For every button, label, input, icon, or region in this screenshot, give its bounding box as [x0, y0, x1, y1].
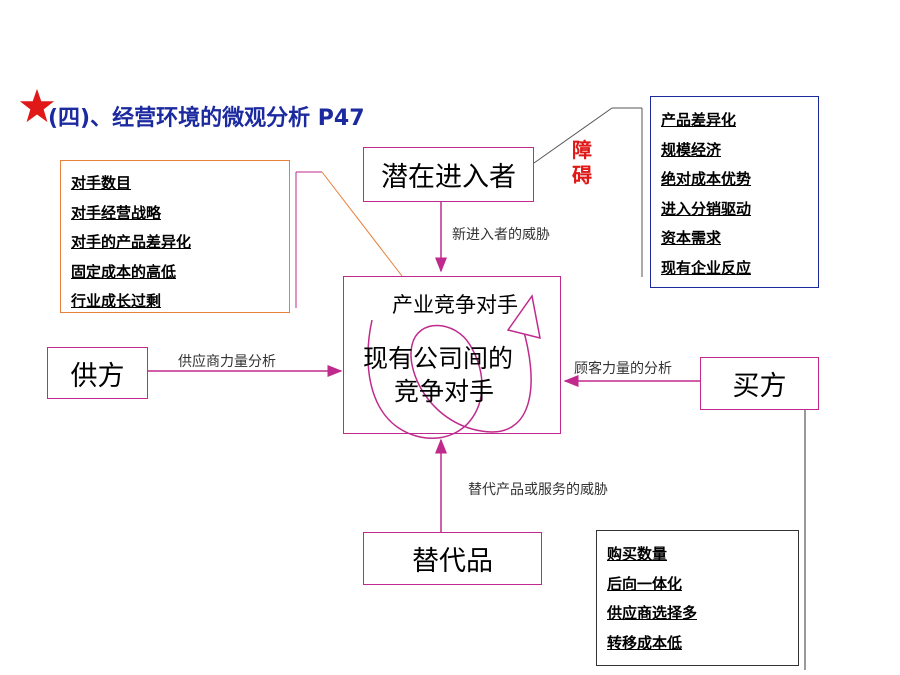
rivalry-connector: [321, 171, 403, 277]
list-item: 供应商选择多: [607, 604, 698, 622]
list-item: 转移成本低: [607, 633, 683, 652]
list-item: 绝对成本优势: [661, 170, 752, 188]
substitute-threat-label: 替代产品或服务的威胁: [468, 482, 608, 498]
list-item: 后向一体化: [607, 574, 683, 593]
barrier-connector: [533, 107, 613, 164]
list-item: 规模经济: [661, 140, 722, 159]
list-item: 购买数量: [607, 545, 668, 563]
existing-competitors-line2: 竞争对手: [394, 377, 495, 406]
list-item: 现有企业反应: [661, 258, 752, 277]
list-item: 对手数目: [71, 174, 132, 192]
supplier-power-label: 供应商力量分析: [178, 354, 276, 370]
list-item: 产品差异化: [661, 111, 737, 129]
buyers-box: 买方: [700, 357, 819, 410]
list-item: 固定成本的高低: [71, 262, 177, 281]
buyer-power-label: 顾客力量的分析: [574, 361, 672, 377]
entry-barriers-list: 产品差异化 规模经济 绝对成本优势 进入分销驱动 资本需求 现有企业反应: [650, 96, 819, 288]
page-title: (四)、经营环境的微观分析 P47: [48, 106, 365, 131]
industry-competitors-box: 产业竞争对手 现有公司间的 竞争对手: [343, 276, 561, 434]
potential-entrants-box: 潜在进入者: [363, 147, 534, 202]
barrier-label: 障碍: [572, 138, 592, 187]
buyer-factors-list: 购买数量 后向一体化 供应商选择多 转移成本低: [596, 530, 799, 666]
list-item: 对手经营战略: [71, 203, 162, 222]
list-item: 对手的产品差异化: [71, 233, 192, 251]
rivalry-factors-list: 对手数目 对手经营战略 对手的产品差异化 固定成本的高低 行业成长过剩: [60, 160, 290, 313]
new-entrant-threat-label: 新进入者的威胁: [452, 227, 550, 243]
rivalry-swirl: [367, 319, 532, 439]
star-icon: [19, 88, 55, 123]
list-item: 资本需求: [661, 229, 722, 247]
substitutes-box: 替代品: [363, 532, 542, 585]
suppliers-box: 供方: [47, 347, 148, 399]
industry-competitors-label: 产业竞争对手: [392, 293, 518, 317]
list-item: 进入分销驱动: [661, 199, 752, 218]
existing-competitors-line1: 现有公司间的: [363, 344, 514, 373]
list-item: 行业成长过剩: [71, 292, 162, 310]
